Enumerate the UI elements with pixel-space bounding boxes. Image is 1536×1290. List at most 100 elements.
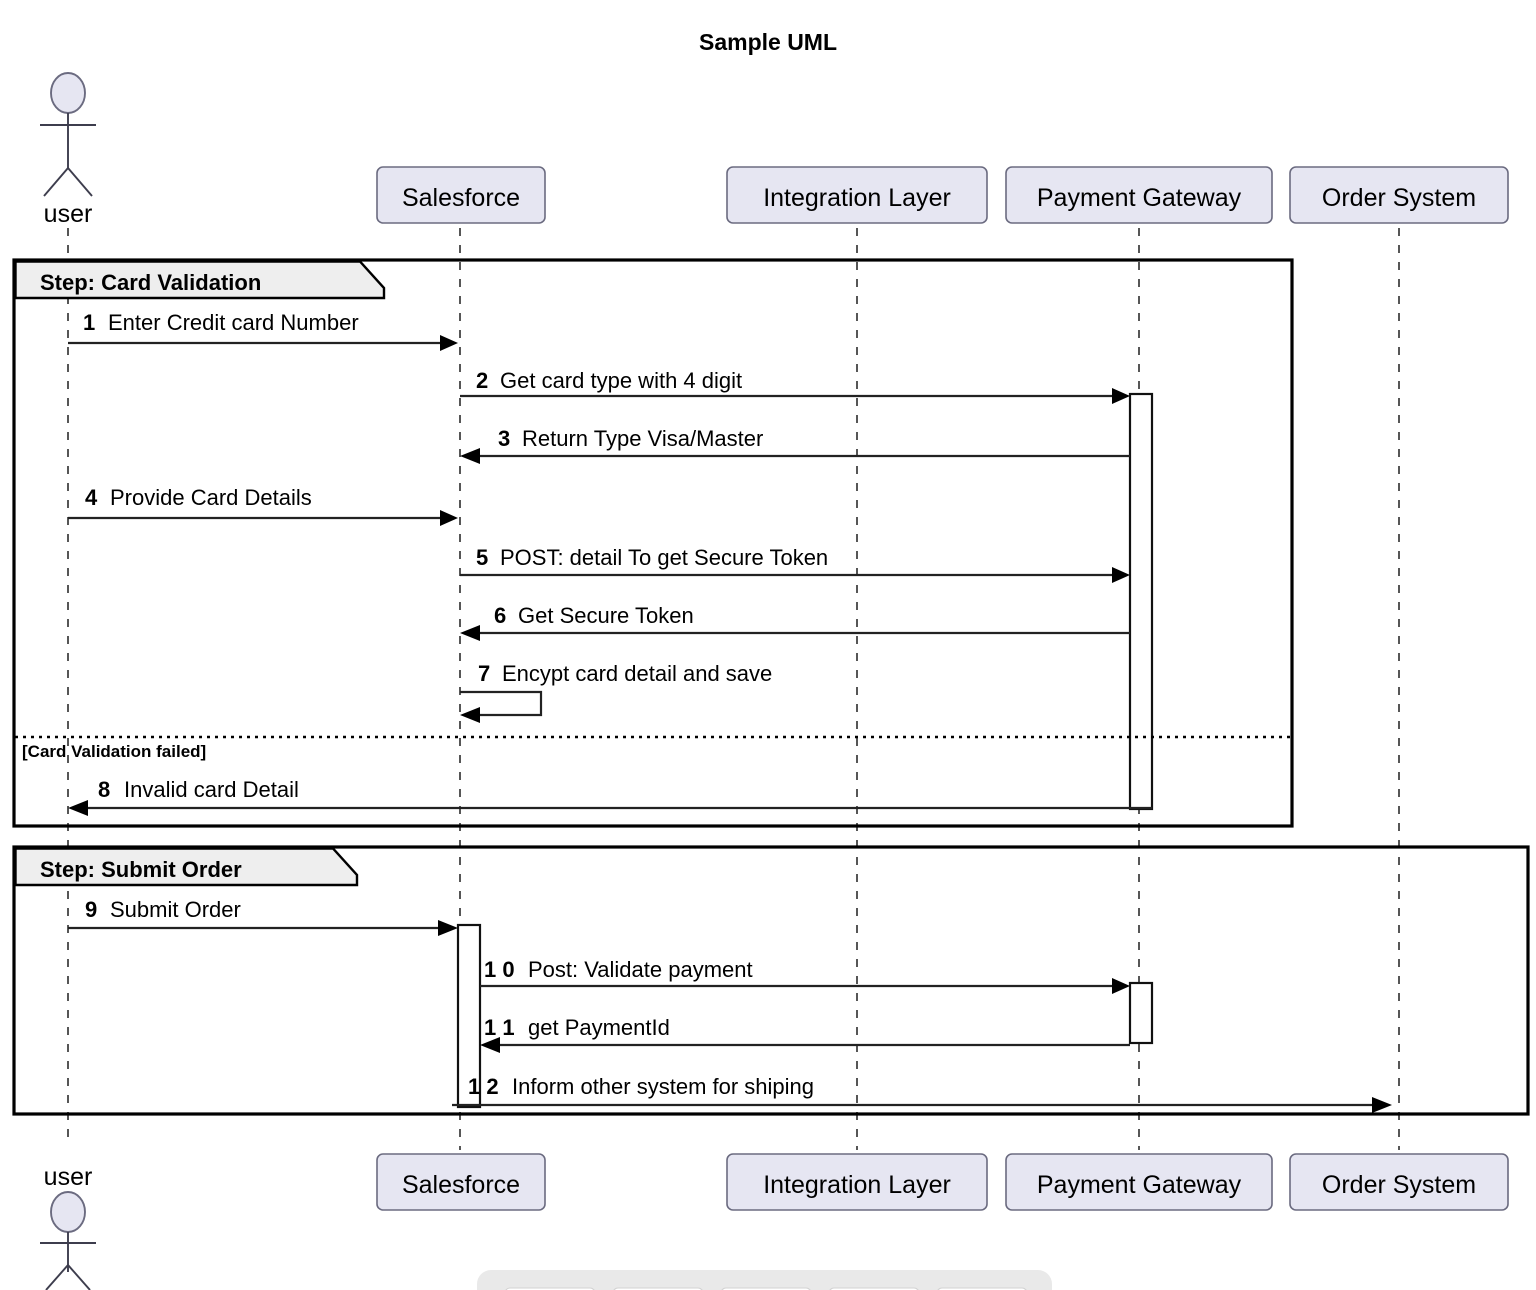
participant-label-payment-gateway: Payment Gateway — [1037, 184, 1242, 212]
message-11[interactable]: 1 1 get PaymentId — [480, 1015, 1130, 1053]
message-6-number: 6 — [494, 603, 506, 628]
message-11-arrowhead — [480, 1037, 500, 1053]
actor-leg-right-bottom — [67, 1264, 91, 1290]
participant-box-payment-gateway-bottom[interactable] — [1005, 1153, 1273, 1211]
participant-header-integration-layer[interactable]: Integration Layer — [726, 166, 988, 224]
message-7-label: Encypt card detail and save — [502, 661, 772, 686]
message-4-number: 4 — [85, 485, 98, 510]
participant-label-order-system-bottom: Order System — [1322, 1171, 1476, 1199]
message-9-number: 9 — [85, 897, 97, 922]
message-4-label: Provide Card Details — [110, 485, 312, 510]
message-5[interactable]: 5 POST: detail To get Secure Token — [460, 545, 1130, 583]
activation-payment-gateway-submit-order — [1128, 981, 1154, 1045]
frame-submit-order-border — [12, 845, 1530, 1116]
message-1-number: 1 — [83, 310, 95, 335]
message-8-number: 8 — [98, 777, 110, 802]
participant-label-payment-gateway-bottom: Payment Gateway — [1037, 1171, 1242, 1199]
message-6-label: Get Secure Token — [518, 603, 694, 628]
participant-label-salesforce: Salesforce — [402, 184, 520, 212]
participant-header-payment-gateway[interactable]: Payment Gateway — [1005, 166, 1273, 224]
actor-leg-left-bottom — [45, 1264, 69, 1290]
guard-label-card-validation: [Card Validation failed] — [22, 742, 206, 761]
message-4[interactable]: 4 Provide Card Details — [68, 485, 458, 526]
participant-footer-payment-gateway[interactable]: Payment Gateway — [1005, 1153, 1273, 1211]
participant-label-salesforce-bottom: Salesforce — [402, 1171, 520, 1199]
actor-leg-left — [43, 167, 69, 197]
message-8-arrowhead — [68, 800, 88, 816]
message-10-number: 1 0 — [484, 957, 515, 982]
participant-label-integration-layer: Integration Layer — [763, 184, 951, 212]
message-5-arrowhead — [1112, 567, 1130, 583]
message-1[interactable]: 1 Enter Credit card Number — [68, 310, 458, 351]
message-3[interactable]: 3 Return Type Visa/Master — [460, 426, 1130, 464]
message-12-number: 1 2 — [468, 1074, 499, 1099]
message-4-arrowhead — [440, 510, 458, 526]
frame-submit-order[interactable]: Step: Submit Order 9 Submit Order 1 0 Po… — [12, 845, 1530, 1116]
floating-toolbar[interactable] — [477, 1270, 1052, 1290]
message-11-label: get PaymentId — [528, 1015, 670, 1040]
message-2-number: 2 — [476, 368, 488, 393]
message-6[interactable]: 6 Get Secure Token — [460, 603, 1130, 641]
message-3-label: Return Type Visa/Master — [522, 426, 763, 451]
message-2[interactable]: 2 Get card type with 4 digit — [460, 368, 1130, 404]
message-12[interactable]: 1 2 Inform other system for shiping — [452, 1074, 1392, 1113]
message-9[interactable]: 9 Submit Order — [68, 897, 458, 936]
message-5-label: POST: detail To get Secure Token — [500, 545, 828, 570]
message-5-number: 5 — [476, 545, 488, 570]
message-9-label: Submit Order — [110, 897, 241, 922]
message-7-self-loop — [460, 690, 543, 717]
frame-submit-order-label: Step: Submit Order — [40, 857, 242, 882]
actor-user-bottom[interactable]: user — [40, 1163, 96, 1290]
actor-head-icon — [50, 72, 86, 114]
participant-label-integration-layer-bottom: Integration Layer — [763, 1171, 951, 1199]
toolbar-background — [477, 1270, 1052, 1290]
participant-header-order-system[interactable]: Order System — [1289, 166, 1509, 224]
message-1-arrowhead — [440, 335, 458, 351]
actor-label-user-top: user — [44, 200, 93, 228]
frame-card-validation-label: Step: Card Validation — [40, 270, 261, 295]
frame-card-validation-tab — [14, 260, 386, 300]
message-9-arrowhead — [438, 920, 458, 936]
participant-label-order-system: Order System — [1322, 184, 1476, 212]
frame-submit-order-tab — [14, 847, 359, 887]
message-10[interactable]: 1 0 Post: Validate payment — [480, 957, 1130, 994]
actor-user-top[interactable]: user — [40, 72, 96, 228]
participant-box-order-system[interactable] — [1289, 166, 1509, 224]
message-1-label: Enter Credit card Number — [108, 310, 359, 335]
message-3-number: 3 — [498, 426, 510, 451]
participant-box-order-system-bottom[interactable] — [1289, 1153, 1509, 1211]
message-8-label: Invalid card Detail — [124, 777, 299, 802]
actor-head-icon-bottom — [50, 1191, 86, 1233]
participant-box-integration-layer[interactable] — [726, 166, 988, 224]
participant-box-salesforce-bottom[interactable] — [376, 1153, 546, 1211]
message-10-label: Post: Validate payment — [528, 957, 753, 982]
message-3-arrowhead — [460, 448, 480, 464]
message-11-number: 1 1 — [484, 1015, 515, 1040]
actor-label-user-bottom: user — [44, 1163, 93, 1191]
participant-footer-order-system[interactable]: Order System — [1289, 1153, 1509, 1211]
lifelines — [67, 228, 1400, 1150]
actor-leg-right — [67, 167, 93, 197]
participant-box-salesforce[interactable] — [376, 166, 546, 224]
participant-footer-integration-layer[interactable]: Integration Layer — [726, 1153, 988, 1211]
participant-header-salesforce[interactable]: Salesforce — [376, 166, 546, 224]
participant-box-integration-layer-bottom[interactable] — [726, 1153, 988, 1211]
message-12-label: Inform other system for shiping — [512, 1074, 814, 1099]
activation-salesforce-submit-order — [456, 923, 482, 1109]
frame-card-validation[interactable]: Step: Card Validation 1 Enter Credit car… — [12, 258, 1294, 828]
frame-card-validation-border — [12, 258, 1294, 828]
page-title: Sample UML — [699, 29, 837, 55]
message-8[interactable]: 8 Invalid card Detail — [68, 777, 1152, 816]
message-7-number: 7 — [478, 661, 490, 686]
message-7[interactable]: 7 Encypt card detail and save — [460, 661, 772, 723]
participant-box-payment-gateway[interactable] — [1005, 166, 1273, 224]
message-2-label: Get card type with 4 digit — [500, 368, 742, 393]
message-6-arrowhead — [460, 625, 480, 641]
message-10-arrowhead — [1112, 978, 1130, 994]
message-7-arrowhead — [460, 707, 480, 723]
participant-footer-salesforce[interactable]: Salesforce — [376, 1153, 546, 1211]
activation-payment-gateway-validation — [1128, 392, 1154, 811]
message-12-arrowhead — [1372, 1097, 1392, 1113]
